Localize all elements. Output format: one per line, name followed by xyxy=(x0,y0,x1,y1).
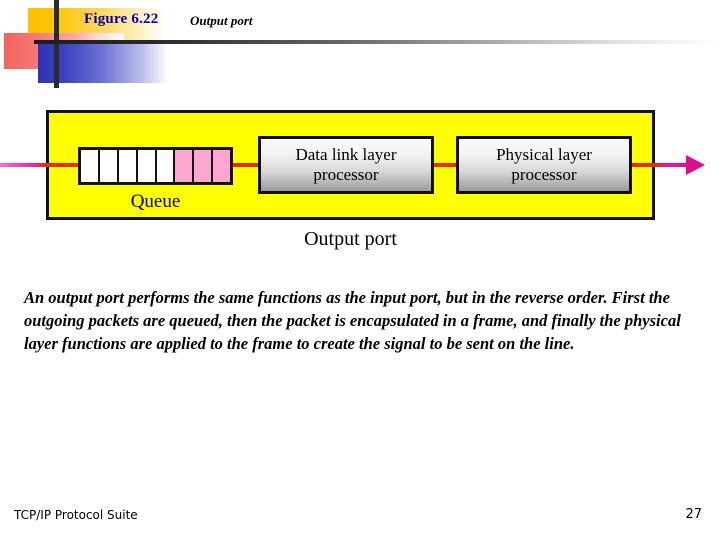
decoration-blue-square xyxy=(38,43,168,83)
decoration-vertical-bar xyxy=(54,0,59,88)
queue-cell xyxy=(99,150,119,182)
decoration-horizontal-rule xyxy=(34,40,720,44)
diagram-caption: Output port xyxy=(304,228,397,250)
data-link-layer-processor-box: Data link layer processor xyxy=(258,136,434,194)
header-decoration xyxy=(0,0,300,95)
processor-label-line1: Physical layer xyxy=(496,145,592,165)
outgoing-signal-line xyxy=(653,163,691,167)
processor-label-line2: processor xyxy=(511,165,577,184)
queue-cell xyxy=(137,150,157,182)
physical-layer-processor-box: Physical layer processor xyxy=(456,136,632,194)
footer-title: TCP/IP Protocol Suite xyxy=(14,508,138,522)
page-title: Figure 6.22 xyxy=(84,11,159,27)
queue-label: Queue xyxy=(130,191,181,212)
page-subtitle: Output port xyxy=(190,13,253,28)
queue-cell xyxy=(213,150,230,182)
queue-cell xyxy=(118,150,138,182)
processor-label-line1: Data link layer xyxy=(295,145,397,165)
arrow-right-icon xyxy=(686,155,705,175)
queue-cell xyxy=(175,150,195,182)
processor-label-line2: processor xyxy=(313,165,379,184)
queue-cells xyxy=(78,147,233,185)
output-port-diagram: Queue Data link layer processor Physical… xyxy=(0,110,705,250)
queue-cell xyxy=(156,150,176,182)
footer-page-number: 27 xyxy=(685,507,702,522)
incoming-signal-line xyxy=(0,163,48,167)
queue-group: Queue xyxy=(78,147,233,212)
queue-cell xyxy=(194,150,214,182)
body-paragraph: An output port performs the same functio… xyxy=(24,288,681,353)
queue-cell xyxy=(81,150,100,182)
